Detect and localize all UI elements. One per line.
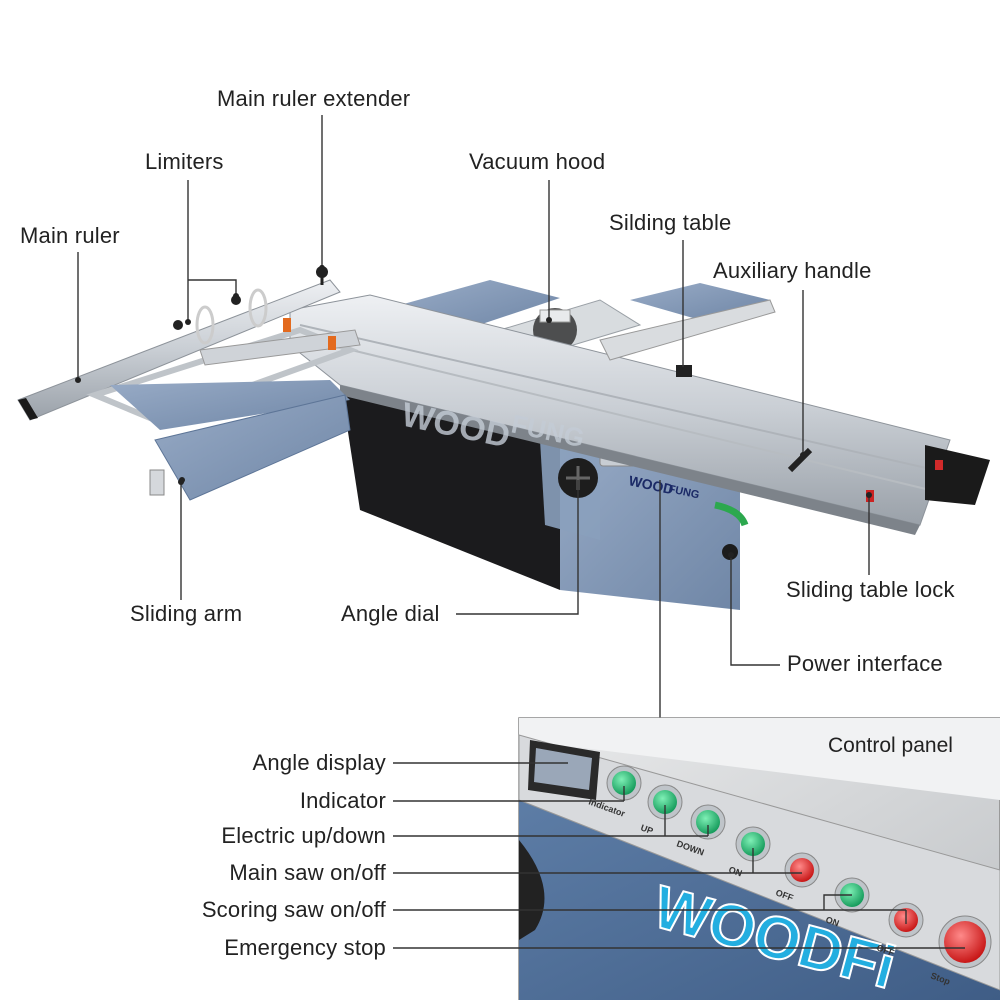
label-sliding-table: Silding table	[609, 210, 732, 235]
label-vacuum-hood: Vacuum hood	[469, 149, 606, 174]
leader-dots	[75, 265, 872, 558]
label-emergency-stop: Emergency stop	[224, 935, 386, 960]
label-main-saw-on-off: Main saw on/off	[229, 860, 386, 885]
main-saw-on-shape	[735, 826, 771, 862]
main-saw-off-shape	[784, 852, 820, 888]
indicator-light	[606, 765, 642, 801]
label-sliding-table-lock: Sliding table lock	[786, 577, 955, 602]
label-angle-dial: Angle dial	[341, 601, 440, 626]
label-indicator: Indicator	[299, 788, 386, 813]
inset-buttons	[606, 765, 992, 969]
sliding-arm-shape	[110, 380, 351, 501]
control-panel-title: Control panel	[828, 734, 953, 757]
up-button-shape	[647, 784, 683, 820]
txt-main-on: ON	[727, 864, 743, 878]
label-auxiliary-handle: Auxiliary handle	[713, 258, 872, 283]
limiters-shape	[173, 288, 268, 345]
inset-leader-lines	[393, 762, 965, 949]
label-angle-display: Angle display	[252, 750, 386, 775]
label-power-interface: Power interface	[787, 651, 943, 676]
txt-up: UP	[639, 822, 654, 836]
label-electric-up-down: Electric up/down	[221, 823, 386, 848]
down-button-shape	[690, 804, 726, 840]
label-main-ruler: Main ruler	[20, 223, 120, 248]
label-limiters: Limiters	[145, 149, 224, 174]
green-handle-shape	[714, 501, 749, 527]
main-ruler-bar	[17, 265, 341, 421]
label-main-ruler-extender: Main ruler extender	[217, 86, 411, 111]
power-socket-shape	[722, 544, 738, 560]
outrigger-frame	[86, 318, 361, 424]
txt-scoring-on: ON	[824, 914, 840, 928]
sliding-table-rail	[289, 294, 990, 535]
label-sliding-arm: Sliding arm	[130, 601, 243, 626]
control-panel-inset: WOODFi	[518, 717, 1000, 1000]
emergency-stop-shape	[938, 915, 992, 969]
label-scoring-saw-on-off: Scoring saw on/off	[201, 897, 386, 922]
leader-lines	[77, 115, 870, 718]
